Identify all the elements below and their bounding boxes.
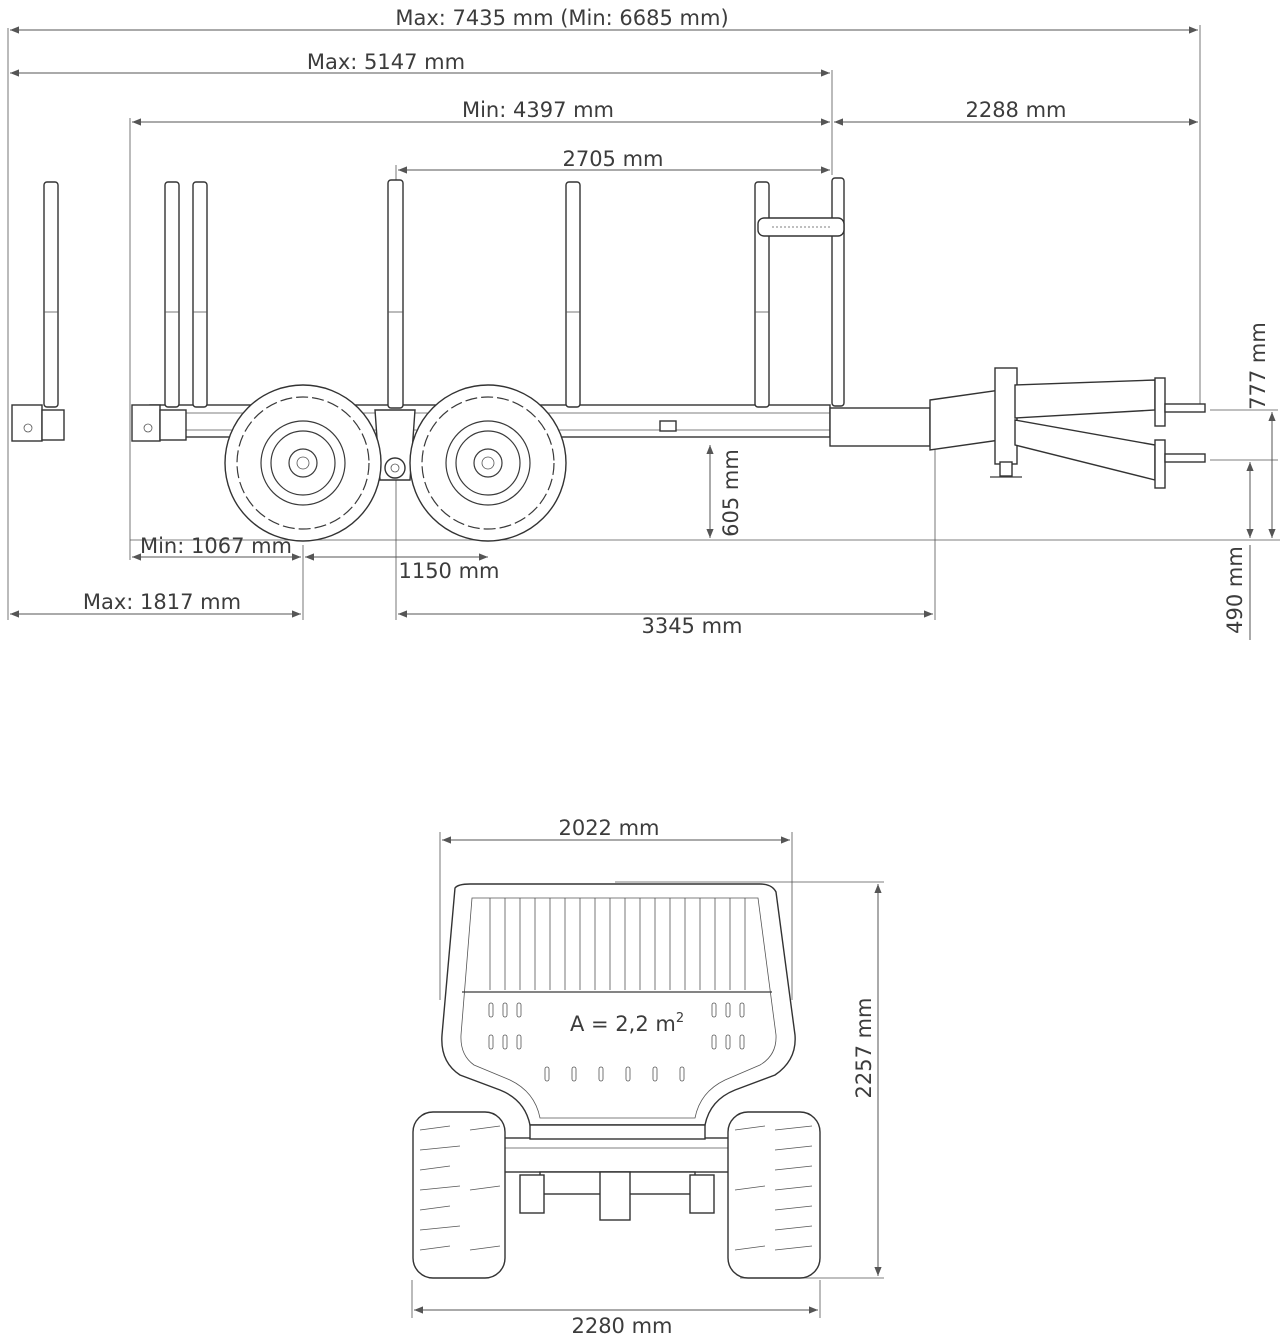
dim-frame-max: Max: 5147 mm [307, 50, 465, 74]
bunk-area-value: A = 2,2 m [570, 1012, 676, 1036]
bunk-area-label: A = 2,2 m2 [570, 1011, 684, 1036]
dim-frame-min: Min: 4397 mm [462, 98, 614, 122]
dim-overall-length: Max: 7435 mm (Min: 6685 mm) [395, 6, 728, 30]
rear-light-left [11, 404, 65, 442]
side-view: Max: 7435 mm (Min: 6685 mm) Max: 5147 mm… [7, 6, 1280, 640]
bunk-slats [489, 898, 746, 990]
dim-drawbar-height: 777 mm [1246, 322, 1270, 410]
bogie [374, 409, 416, 481]
stakes [43, 177, 845, 409]
dim-wheelbase: 1150 mm [398, 559, 499, 583]
dim-drawbar-length: 2288 mm [965, 98, 1066, 122]
wheel-rear [224, 384, 382, 542]
dim-hitch-height: 490 mm [1223, 546, 1247, 634]
rear-light-right [131, 404, 187, 442]
bunk-frame [441, 883, 796, 1126]
dim-rear-overhang-max: Max: 1817 mm [83, 590, 241, 614]
dimension-lines [10, 26, 1276, 640]
wheel-front [409, 384, 567, 542]
dim-stake-span: 2705 mm [562, 147, 663, 171]
bunk-slots [488, 1002, 745, 1082]
dim-height-frame: 605 mm [719, 449, 743, 537]
rear-view: 2022 mm 2257 mm 2280 mm A = 2,2 m2 [411, 816, 884, 1338]
dim-bunk-width: 2022 mm [558, 816, 659, 840]
rear-tire-right [727, 1111, 821, 1279]
dim-total-height: 2257 mm [852, 997, 876, 1098]
rear-tire-left [412, 1111, 506, 1279]
bunk-area-superscript: 2 [676, 1011, 684, 1026]
dim-axle-to-hitch: 3345 mm [641, 614, 742, 638]
dim-rear-overhang-min: Min: 1067 mm [140, 534, 292, 558]
dim-total-width: 2280 mm [571, 1314, 672, 1338]
